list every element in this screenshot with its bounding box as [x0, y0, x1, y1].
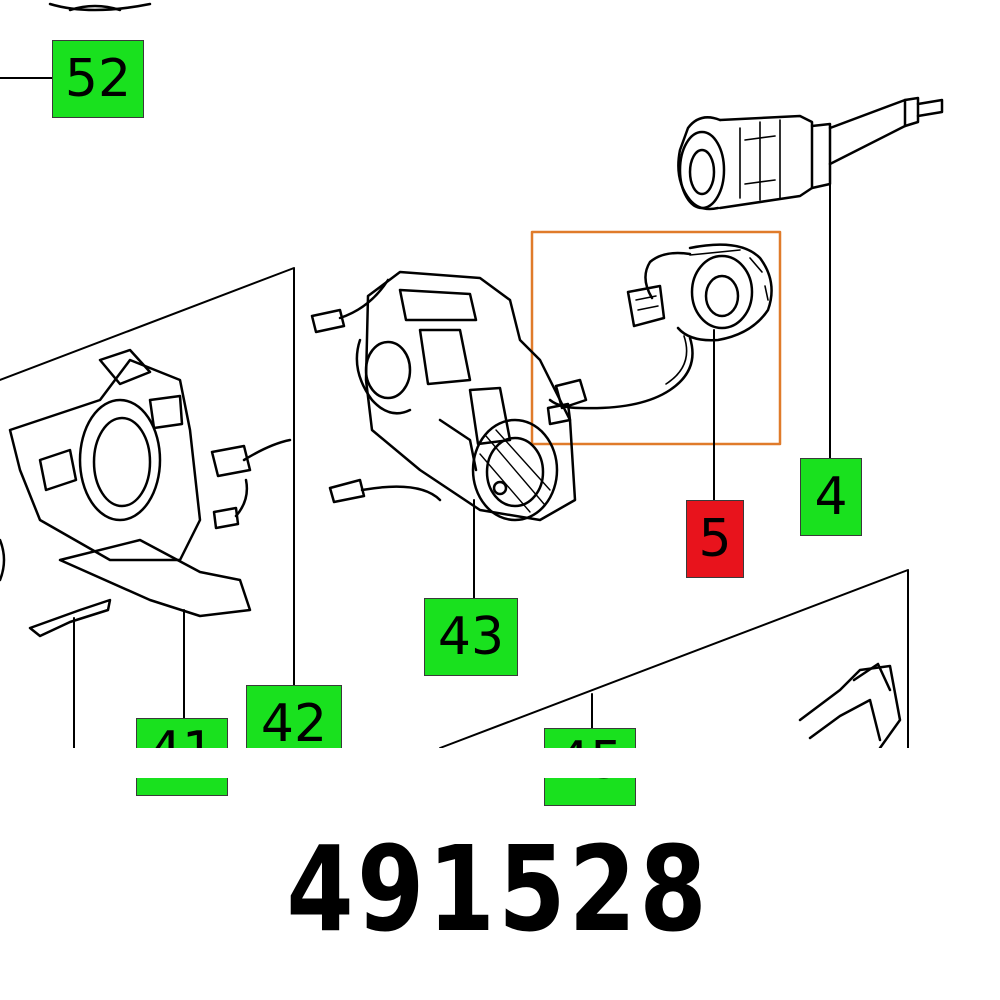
connector-plug-part-4 [677, 96, 944, 471]
callout-5-text: 5 [698, 509, 732, 569]
callout-52-text: 52 [64, 49, 132, 109]
socket-with-cable-part-5 [546, 243, 773, 501]
image-crop-mask [0, 748, 1000, 778]
callout-43[interactable]: 43 [424, 598, 518, 676]
handle-component-fragment [798, 662, 902, 750]
callout-4-text: 4 [814, 467, 848, 527]
callout-52[interactable]: 52 [52, 40, 144, 118]
part-number-label: 491528 [286, 820, 711, 958]
top-edge-part-fragment [48, 2, 152, 12]
callout-5[interactable]: 5 [686, 500, 744, 578]
callout-43-text: 43 [437, 607, 505, 667]
group-frame-part-42 [0, 267, 295, 686]
housing-assembly-part-41 [0, 348, 292, 751]
motor-housing-part-43 [310, 270, 577, 601]
callout-42-text: 42 [260, 694, 328, 754]
group-frame-part-45 [439, 569, 909, 749]
highlight-frame-part-5 [530, 230, 782, 446]
callout-4[interactable]: 4 [800, 458, 862, 536]
